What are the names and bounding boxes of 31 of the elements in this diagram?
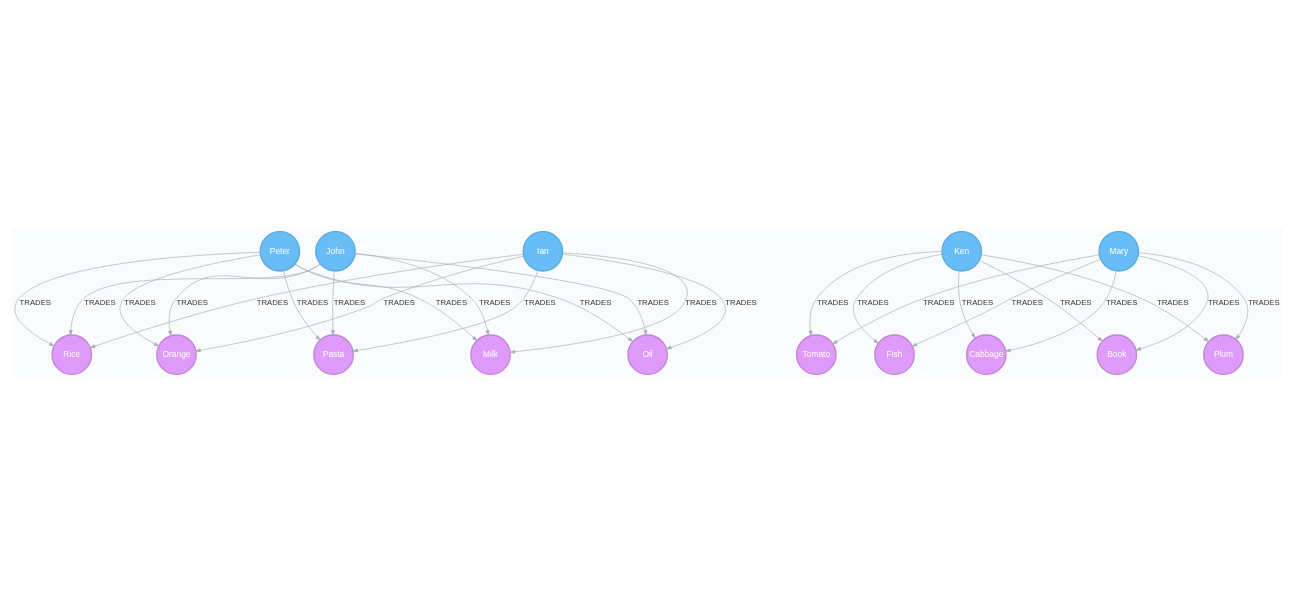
node-circle: Ken — [941, 230, 983, 272]
node-circle: John — [315, 230, 356, 272]
arrow — [958, 270, 976, 339]
node-circle: Peter — [259, 230, 301, 272]
arrow — [1135, 255, 1209, 351]
node-circle: Orange — [156, 334, 197, 376]
arrow — [294, 263, 478, 341]
arrow — [808, 251, 943, 336]
arrow — [980, 254, 1209, 342]
arrow — [1005, 270, 1117, 353]
arrow — [168, 263, 321, 337]
arrow — [68, 263, 321, 336]
arrow — [283, 270, 321, 341]
arrow — [14, 252, 261, 347]
arrow — [1138, 252, 1249, 340]
arrow — [979, 260, 1103, 342]
arrow — [354, 253, 648, 336]
arrow — [119, 254, 261, 347]
arrow — [90, 253, 524, 348]
arrow — [509, 252, 688, 354]
arrow — [352, 270, 539, 353]
arrow — [912, 258, 1101, 347]
arrow — [853, 253, 943, 344]
node-circle: Rice — [51, 334, 93, 376]
arrow — [832, 254, 1100, 345]
node-circle: Ian — [522, 230, 564, 272]
arrow — [330, 270, 335, 336]
arrow — [562, 253, 726, 350]
arrow — [294, 263, 633, 342]
arrow — [195, 255, 525, 353]
node-circle: Mary — [1098, 230, 1140, 272]
